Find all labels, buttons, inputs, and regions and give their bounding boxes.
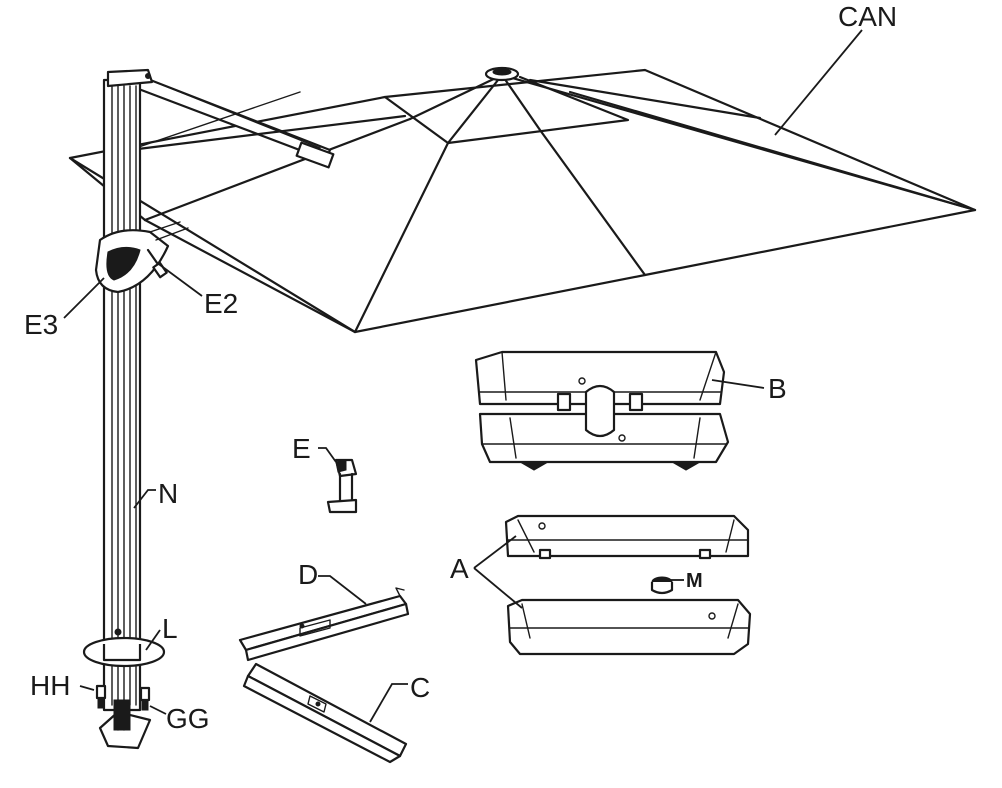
- label-flange: L: [162, 613, 178, 644]
- bracket-assembly: [94, 221, 189, 294]
- rail-c: [242, 662, 408, 764]
- leader-crank-e: [318, 447, 337, 463]
- leader-washers-gg: [149, 705, 167, 715]
- base-plate-b: [474, 350, 730, 471]
- label-base-b: B: [768, 373, 787, 404]
- washers-gg: [139, 686, 151, 711]
- label-bracket-e3: E3: [24, 309, 58, 340]
- flange: [82, 628, 166, 668]
- leader-crank-e2: [155, 261, 203, 297]
- pole-foot: [98, 699, 152, 750]
- leader-bracket-e3: [63, 277, 105, 319]
- crank-handle: [326, 458, 358, 514]
- label-bolts-hh: HH: [30, 670, 70, 701]
- leader-pole: [133, 489, 156, 509]
- label-base-a: A: [450, 553, 469, 584]
- leader-flange: [145, 629, 161, 651]
- label-crank-e: E: [292, 433, 311, 464]
- bolts-hh: [95, 684, 107, 709]
- base-plate-a-upper: [504, 514, 750, 560]
- label-pole: N: [158, 478, 178, 509]
- cap-m: [650, 576, 674, 595]
- base-plate-a-lower: [506, 598, 752, 656]
- leader-bolts-hh: [79, 685, 95, 691]
- leader-base-a-upper: [473, 535, 517, 569]
- leader-rail-c: [369, 683, 408, 723]
- canopy: [68, 66, 977, 334]
- label-rail-c: C: [410, 672, 430, 703]
- label-washers-gg: GG: [166, 703, 210, 734]
- rail-d: [238, 587, 410, 662]
- leader-rail-d: [318, 575, 367, 605]
- leader-base-a-lower: [473, 567, 523, 609]
- label-cap-m: M: [686, 570, 703, 592]
- label-crank-e2: E2: [204, 288, 238, 319]
- label-rail-d: D: [298, 559, 318, 590]
- label-canopy: CAN: [838, 1, 897, 32]
- leader-canopy: [774, 29, 863, 136]
- leader-base-b: [711, 379, 765, 389]
